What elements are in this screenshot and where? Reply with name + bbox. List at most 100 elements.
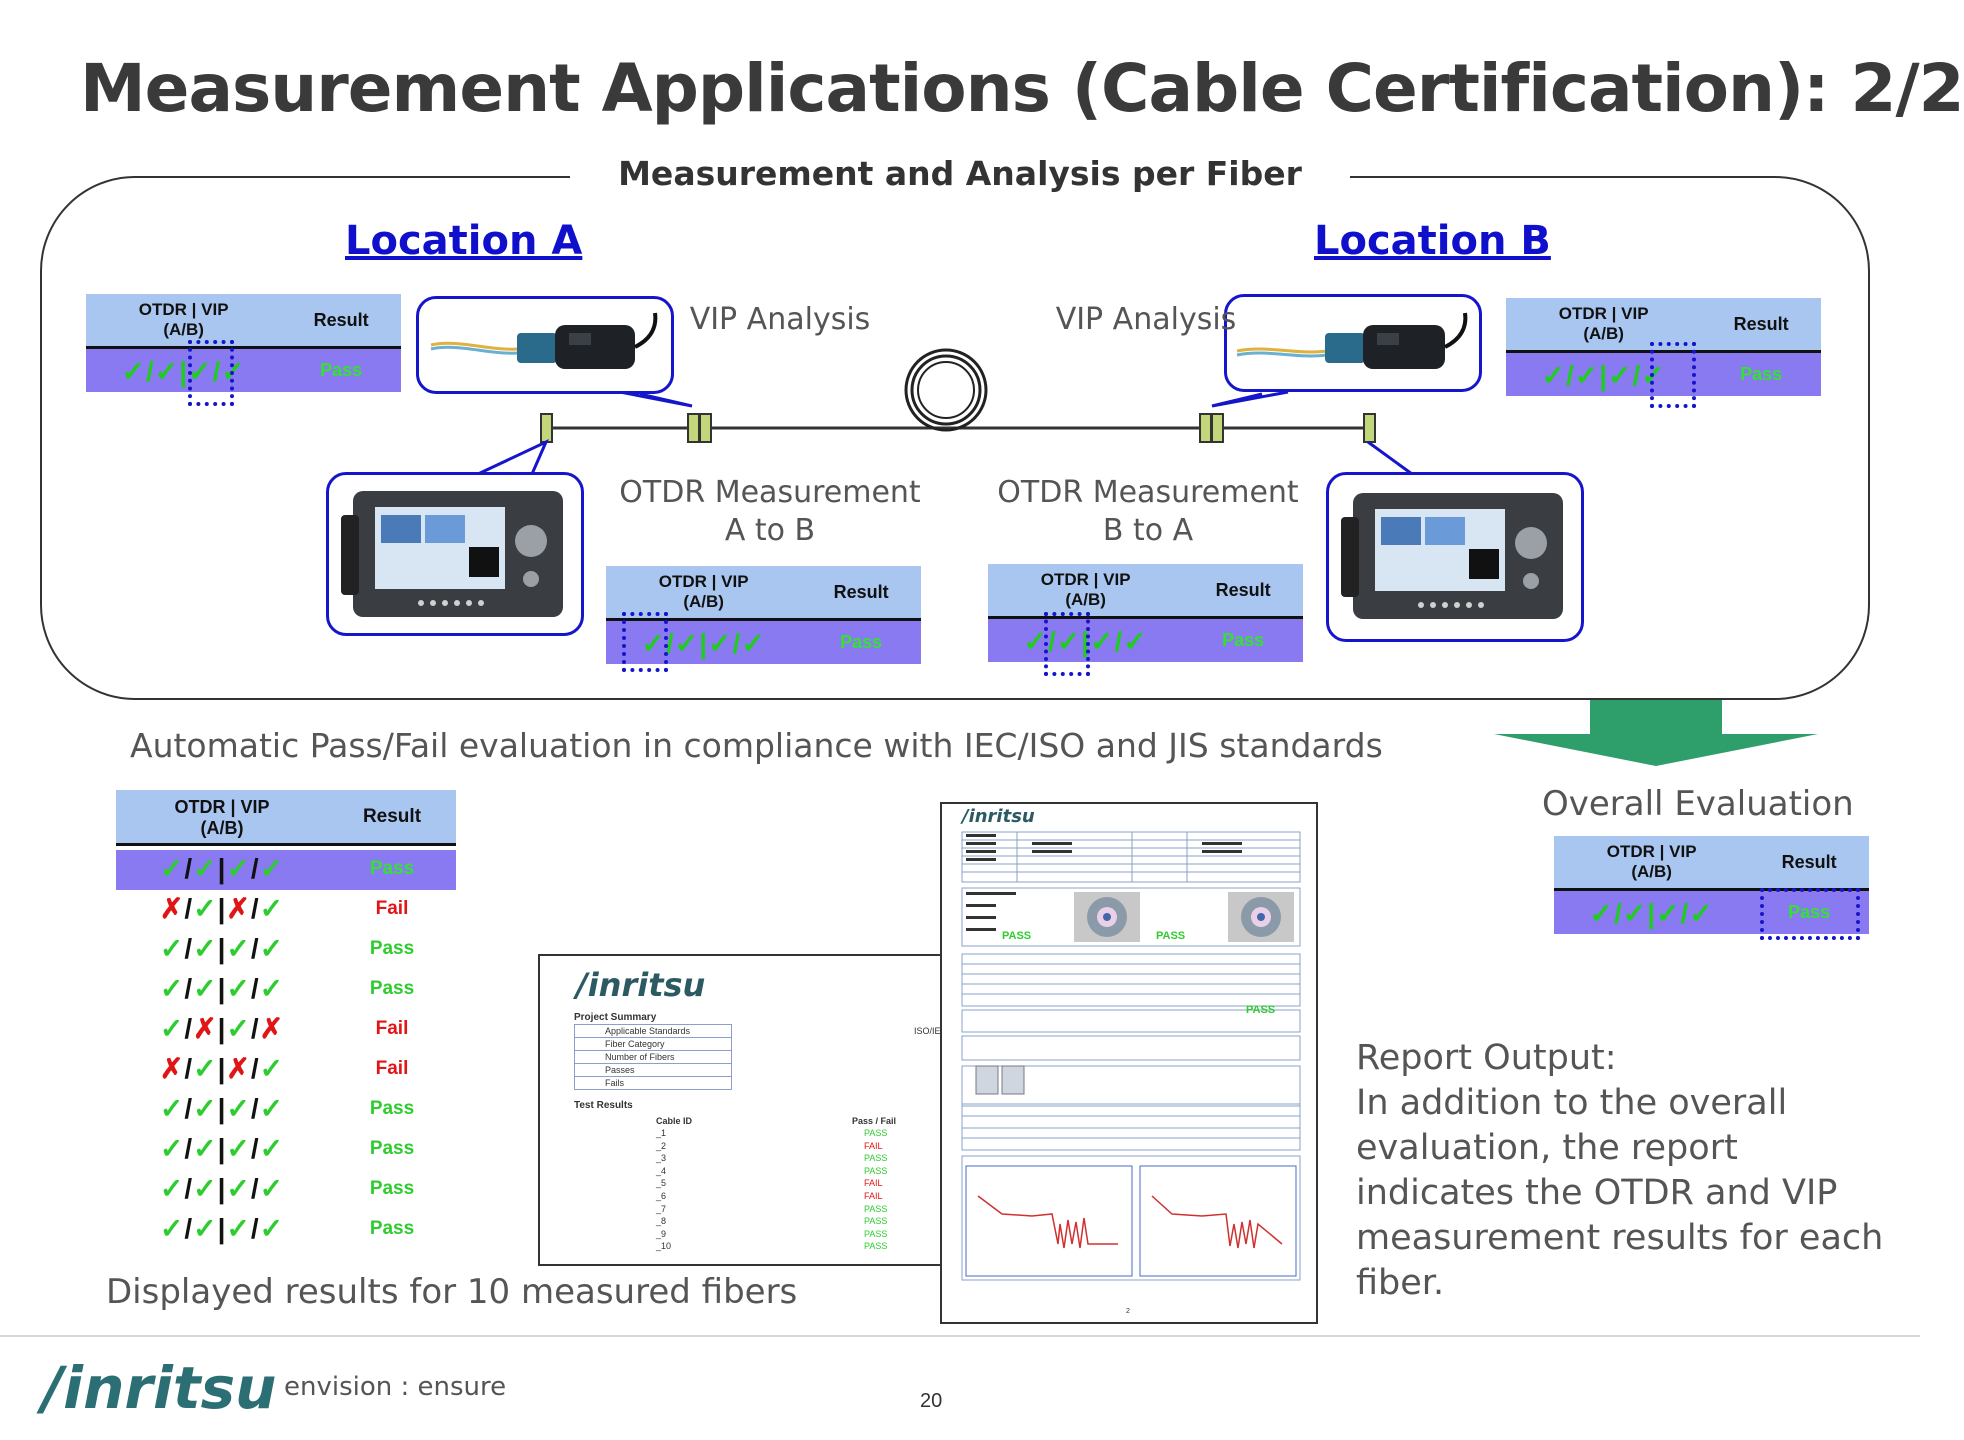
check-icon: ✓ [193, 1053, 218, 1084]
vip-analysis-label-a: VIP Analysis [689, 302, 871, 337]
check-icon: ✓ [193, 1133, 218, 1164]
check-icon: ✓ [159, 1173, 185, 1204]
vip-probe-callout-b [1224, 294, 1482, 392]
highlight-box [1760, 888, 1860, 940]
result-label: Pass [369, 938, 415, 959]
check-marks: ✓/✓|✓/✓ [159, 1173, 285, 1204]
fiber-result-row: ✓/✓|✓/✓ Pass [116, 930, 456, 970]
check-marks: ✓/✓|✓/✓ [159, 933, 285, 964]
summary-row: Number of Fibers [574, 1051, 732, 1064]
cross-icon: ✗ [226, 893, 251, 924]
fiber-result-row: ✓/✗|✓/✗ Fail [116, 1010, 456, 1050]
location-a-link[interactable]: Location A [345, 218, 583, 264]
vip-probe-icon [430, 312, 658, 369]
vip-probe-callout-a [416, 296, 674, 394]
check-icon: ✓ [226, 1093, 251, 1124]
summary-row: Fiber Category [574, 1038, 732, 1051]
check-icon: ✓ [159, 1133, 185, 1164]
check-marks: ✗/✓|✗/✓ [159, 1053, 285, 1084]
result-label: Pass [369, 1098, 415, 1119]
fiber-result-row: ✓/✓|✓/✓ Pass [116, 1130, 456, 1170]
check-icon: ✓ [259, 1133, 285, 1164]
check-icon: ✓ [159, 853, 185, 884]
check-icon: ✓ [259, 853, 285, 884]
report-output-text: Report Output: In addition to the overal… [1356, 1038, 1884, 1303]
check-icon: ✓ [226, 853, 251, 884]
check-icon: ✓ [193, 1093, 218, 1124]
footer-divider [0, 1335, 1920, 1337]
fiber-result-row: ✓/✓|✓/✓Pass [116, 1090, 456, 1130]
check-icon: ✓ [259, 1093, 285, 1124]
anritsu-logo: /inritsu [42, 1354, 277, 1422]
check-icon: ✓ [259, 1173, 285, 1204]
cross-icon: ✗ [159, 893, 185, 924]
highlight-box [1650, 342, 1696, 408]
highlight-box [188, 340, 234, 406]
fiber-result-row: ✓/✓|✓/✓Pass [116, 1210, 456, 1250]
check-icon: ✓ [226, 1013, 251, 1044]
check-icon: ✓ [193, 933, 218, 964]
frame-caption: Measurement and Analysis per Fiber [570, 154, 1350, 193]
check-icon: ✓ [226, 1133, 251, 1164]
cross-icon: ✗ [259, 1013, 285, 1044]
summary-row: Passes [574, 1064, 732, 1077]
check-marks: ✓/✓|✓/✓ [159, 853, 285, 884]
check-icon: ✓ [259, 933, 285, 964]
result-label: Fail [375, 898, 409, 919]
fiber-diagram [477, 348, 1818, 766]
arrow-down-icon [1494, 700, 1818, 766]
auto-eval-text: Automatic Pass/Fail evaluation in compli… [130, 726, 1383, 765]
check-icon: ✓ [193, 1173, 218, 1204]
check-marks: ✓/✓|✓/✓ [159, 1213, 285, 1244]
check-marks: ✓/✗|✓/✗ [159, 1013, 285, 1044]
result-label: Fail [375, 1058, 409, 1079]
check-icon: ✓ [193, 973, 218, 1004]
check-icon: ✓ [259, 893, 285, 924]
result-table-location-a: OTDR | VIP(A/B)Result ✓/✓|✓/✓Pass [86, 294, 401, 392]
result-label: Pass [369, 858, 415, 879]
connector-a-end [540, 413, 553, 443]
result-label: Pass [369, 1138, 415, 1159]
check-icon: ✓ [159, 933, 185, 964]
connector-b-end [1363, 413, 1376, 443]
check-icon: ✓ [259, 1213, 285, 1244]
cross-icon: ✗ [159, 1053, 185, 1084]
location-b-link[interactable]: Location B [1314, 218, 1551, 264]
otdr-device-callout-b [1326, 472, 1584, 642]
result-table-overall: OTDR | VIP(A/B)Result ✓/✓|✓/✓Pass [1554, 836, 1869, 934]
check-icon: ✓ [159, 1093, 185, 1124]
check-icon: ✓ [226, 1173, 251, 1204]
check-marks: ✓/✓|✓/✓ [159, 973, 285, 1004]
report-page-summary: /inritsu Project Summary Applicable Stan… [538, 954, 958, 1266]
result-table-otdr-b-to-a: OTDR | VIP(A/B)Result ✓/✓|✓/✓Pass [988, 564, 1303, 662]
otdr-device-icon [1341, 493, 1563, 619]
fiber-results-header: OTDR | VIP(A/B) Result [116, 790, 456, 846]
result-label: Pass [369, 1178, 415, 1199]
page-title: Measurement Applications (Cable Certific… [80, 50, 1964, 127]
check-marks: ✓/✓|✓/✓ [159, 1133, 285, 1164]
vip-probe-icon [1236, 312, 1468, 369]
page-number: 20 [920, 1390, 943, 1412]
vip-analysis-label-b: VIP Analysis [1055, 302, 1237, 337]
result-label: Pass [369, 978, 415, 999]
otdr-device-callout-a [326, 472, 584, 636]
check-icon: ✓ [226, 1213, 251, 1244]
check-marks: ✗/✓|✗/✓ [159, 893, 285, 924]
check-icon: ✓ [159, 1213, 185, 1244]
result-table-location-b: OTDR | VIP(A/B)Result ✓/✓|✓/✓Pass [1506, 298, 1821, 396]
check-icon: ✓ [159, 973, 185, 1004]
report-brand-logo: /inritsu [576, 966, 706, 1004]
result-label: Fail [375, 1018, 409, 1039]
highlight-box [1044, 612, 1090, 676]
check-icon: ✓ [259, 973, 285, 1004]
